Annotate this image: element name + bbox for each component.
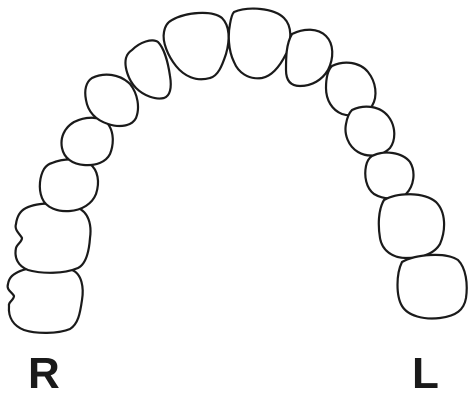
tooth-l6-molar [379, 194, 444, 258]
tooth-r2-central-incisor [164, 13, 229, 79]
tooth-r8-molar [8, 267, 83, 333]
tooth-r5-premolar [62, 118, 113, 165]
left-side-label: L [412, 352, 439, 396]
tooth-r7-molar [16, 204, 91, 273]
right-side-label: R [28, 352, 60, 396]
tooth-l7-molar [398, 255, 467, 319]
tooth-r6-premolar [40, 159, 98, 211]
tooth-l1-central-incisor [229, 9, 290, 79]
tooth-l4-premolar [346, 107, 395, 156]
tooth-l2-lateral-incisor [286, 30, 332, 86]
tooth-l5-premolar [365, 153, 413, 199]
